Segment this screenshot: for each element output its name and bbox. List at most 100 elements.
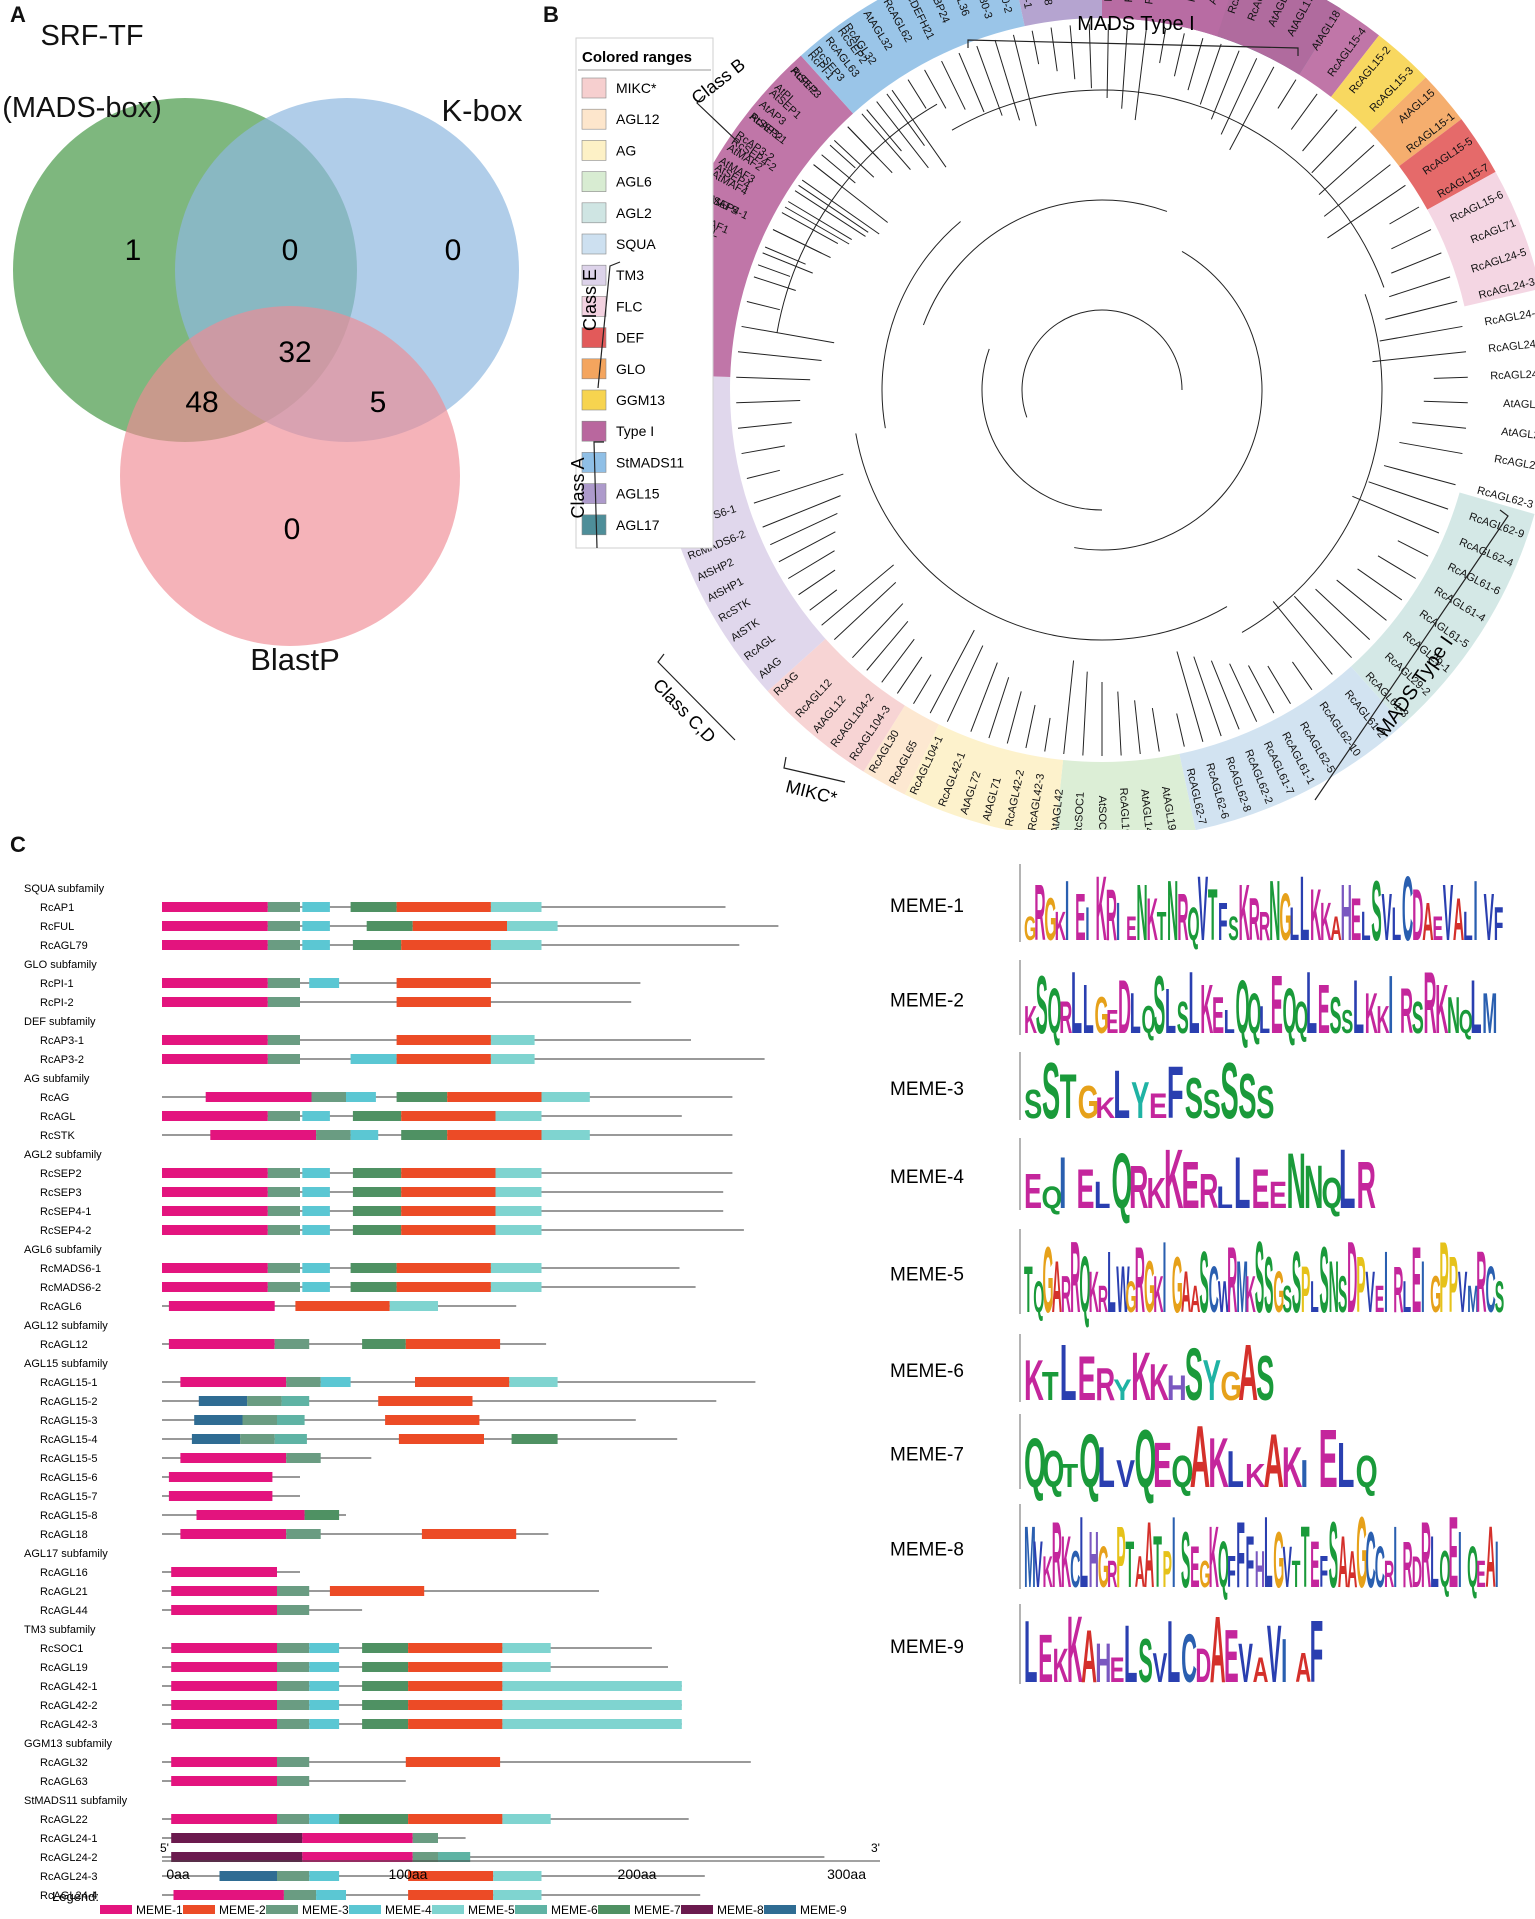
motif-block-meme-2	[396, 1054, 491, 1064]
tree-leaf-label: AtAGL14	[1138, 789, 1155, 830]
logo-letter: A	[1422, 892, 1433, 952]
motif-block-meme-1	[180, 1453, 287, 1463]
logo-letter: S	[1228, 909, 1238, 948]
motif-block-meme-2	[408, 1681, 503, 1691]
logo-letter: F	[1246, 1522, 1255, 1604]
logo-letter: F	[1319, 1548, 1328, 1598]
logo-letter: T	[1153, 1522, 1162, 1604]
tree-leaf-label: RcAGL80-6	[1123, 0, 1139, 3]
logo-letter: T	[1024, 1254, 1033, 1327]
logo-letter: F	[1494, 898, 1504, 950]
tree-leaf-label: AtAGL22	[1501, 426, 1535, 443]
logo-letter: S	[1292, 1235, 1301, 1331]
logo-letter: T	[1042, 1364, 1059, 1410]
tree-branch	[1187, 38, 1204, 91]
svg-text:Class A: Class A	[570, 457, 588, 518]
logo-letter: Q	[1112, 1138, 1133, 1225]
tree-branch	[1006, 691, 1022, 744]
motif-block-meme-1	[168, 1472, 273, 1482]
logo-letter: C	[1366, 1516, 1376, 1605]
logo-letter: F	[1167, 1050, 1184, 1134]
logo-letter: N	[1167, 863, 1178, 959]
tree-branch	[1397, 540, 1429, 557]
tree-sector-agl2	[1350, 492, 1535, 725]
tree-branch-arc	[881, 221, 961, 429]
tree-branch-arc	[1241, 294, 1383, 633]
motif-block-meme-2	[405, 1339, 501, 1349]
motif-block-meme-4	[302, 902, 330, 912]
logo-letter: Q	[1079, 1419, 1101, 1504]
gene-label: RcAGL32	[40, 1757, 88, 1769]
logo-letter: V	[1381, 881, 1391, 955]
tree-branch	[891, 89, 947, 168]
tree-branch	[821, 564, 894, 626]
logo-letter: S	[1220, 1046, 1238, 1136]
tree-branch	[924, 69, 947, 109]
tree-branch	[736, 400, 801, 404]
venn-label-blastp: BlastP	[250, 642, 340, 677]
motif-block-meme-3	[286, 1377, 321, 1387]
logo-letter: R	[1095, 1359, 1115, 1411]
gene-label: RcAGL24-1	[40, 1833, 97, 1845]
tree-sector-agl12	[863, 705, 939, 795]
logo-letter: V	[1238, 1632, 1253, 1694]
logo-letter: Q	[1356, 1447, 1378, 1497]
tree-branch	[1391, 229, 1432, 250]
motif-block-meme-3	[277, 1871, 310, 1881]
logo-letter: V	[1484, 881, 1494, 955]
logo-letter: D	[1412, 1548, 1422, 1598]
tree-legend-label: AGL6	[616, 174, 652, 190]
tree-branch	[1379, 325, 1463, 342]
logo-letter: R	[1177, 881, 1188, 955]
axis-tick-0: 0aa	[166, 1866, 190, 1882]
logo-letter: Q	[1048, 974, 1062, 1046]
motif-block-meme-1	[205, 1092, 312, 1102]
logo-letter: P	[1116, 1510, 1125, 1606]
tree-branch	[1248, 665, 1275, 714]
tree-branch	[886, 93, 925, 146]
logo-letter: A	[1081, 1614, 1097, 1698]
logo-letter: C	[1402, 860, 1413, 961]
tree-branch	[1383, 465, 1456, 486]
logo-letter: E	[1212, 988, 1224, 1045]
tree-branch	[876, 101, 929, 169]
logo-label: MEME-5	[890, 1265, 964, 1286]
logo-letter: L	[1430, 1522, 1439, 1604]
logo-letter: R	[1393, 1254, 1403, 1327]
motif-legend-label: MEME-4	[385, 1903, 432, 1917]
logo-letter: K	[1200, 970, 1213, 1048]
motif-block-meme-4	[350, 1130, 379, 1140]
tree-branch	[829, 144, 856, 169]
logo-letter: G	[1220, 1364, 1241, 1410]
logo-letter: K	[1131, 1340, 1151, 1416]
motif-block-meme-3	[277, 1643, 310, 1653]
tree-annotation-class-cd: Class C,D	[649, 653, 736, 747]
logo-letter: Q	[1079, 1241, 1090, 1330]
logo-letter: I	[1458, 1516, 1462, 1605]
motif-block-meme-5	[495, 1111, 542, 1121]
tree-legend-label: TM3	[616, 267, 644, 283]
motif-block-meme-1	[168, 1491, 273, 1501]
gene-label: RcSEP4-2	[40, 1225, 91, 1237]
logo-letter: G	[1279, 881, 1291, 955]
logo-letter: M	[1482, 982, 1497, 1047]
motif-block-meme-2	[401, 1187, 496, 1197]
logo-letter: A	[1263, 1419, 1283, 1504]
motif-block-meme-5	[502, 1719, 682, 1729]
logo-letter: L	[1234, 1142, 1250, 1224]
logo-letter: K	[1245, 1457, 1265, 1495]
logo-letter: Q	[1322, 1168, 1343, 1217]
logo-letter: K	[1164, 1133, 1183, 1227]
tree-legend-swatch	[581, 483, 607, 504]
motif-block-meme-1	[171, 1814, 277, 1824]
motif-block-meme-2	[396, 978, 491, 988]
logo-letter: R	[1059, 994, 1072, 1044]
gene-label: RcAGL42-1	[40, 1681, 97, 1693]
motif-block-meme-3	[267, 978, 300, 988]
logo-letter: V	[1282, 1535, 1292, 1601]
tree-branch	[753, 276, 796, 291]
tree-legend-label: AGL12	[616, 111, 660, 127]
logo-letter: S	[1495, 1273, 1504, 1323]
tree-branch	[1050, 27, 1058, 72]
tree-branch	[772, 229, 831, 259]
